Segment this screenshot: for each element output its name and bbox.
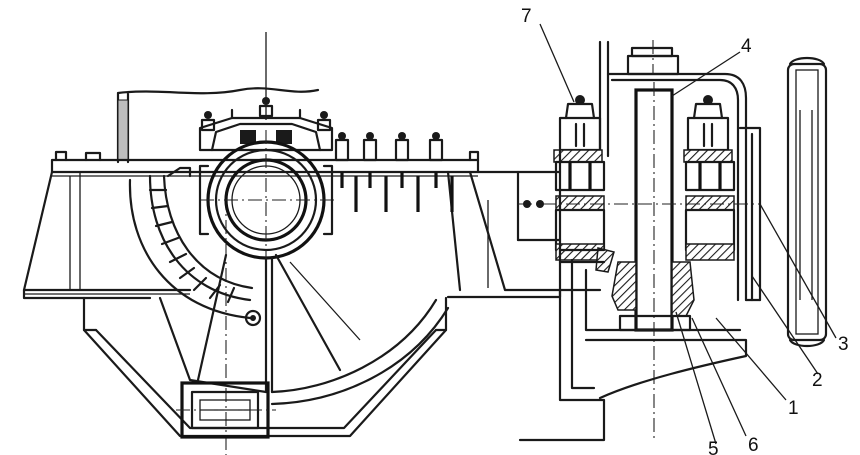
central-shaft xyxy=(634,82,674,440)
right-view xyxy=(476,23,837,445)
label-3: 3 xyxy=(838,334,849,355)
flange-bolts xyxy=(54,150,480,162)
leader-lines xyxy=(539,23,837,445)
cover-post xyxy=(117,99,129,161)
lower-body xyxy=(518,148,762,442)
label-1: 1 xyxy=(788,398,799,419)
label-7: 7 xyxy=(521,6,532,27)
support-ribs xyxy=(196,253,361,394)
top-lid xyxy=(626,40,680,76)
side-plate xyxy=(738,126,762,302)
bearing-cap xyxy=(198,97,334,152)
upper-nut-assembly-left xyxy=(553,95,606,261)
side-column xyxy=(786,56,828,348)
part-labels: 7 4 3 2 1 6 5 xyxy=(521,6,849,455)
hatched-bushings xyxy=(595,247,695,332)
label-2: 2 xyxy=(812,370,823,391)
right-housing-top xyxy=(606,72,748,302)
upper-nut-assembly-right xyxy=(683,95,736,261)
left-view xyxy=(22,32,562,455)
label-5: 5 xyxy=(708,439,719,455)
housing-right-wall xyxy=(446,170,562,299)
chute-bolt xyxy=(244,309,262,327)
discharge-port xyxy=(176,381,276,439)
label-6: 6 xyxy=(748,435,759,455)
label-4: 4 xyxy=(741,36,752,57)
curved-chute xyxy=(128,166,254,320)
hanging-bolts xyxy=(334,132,454,212)
